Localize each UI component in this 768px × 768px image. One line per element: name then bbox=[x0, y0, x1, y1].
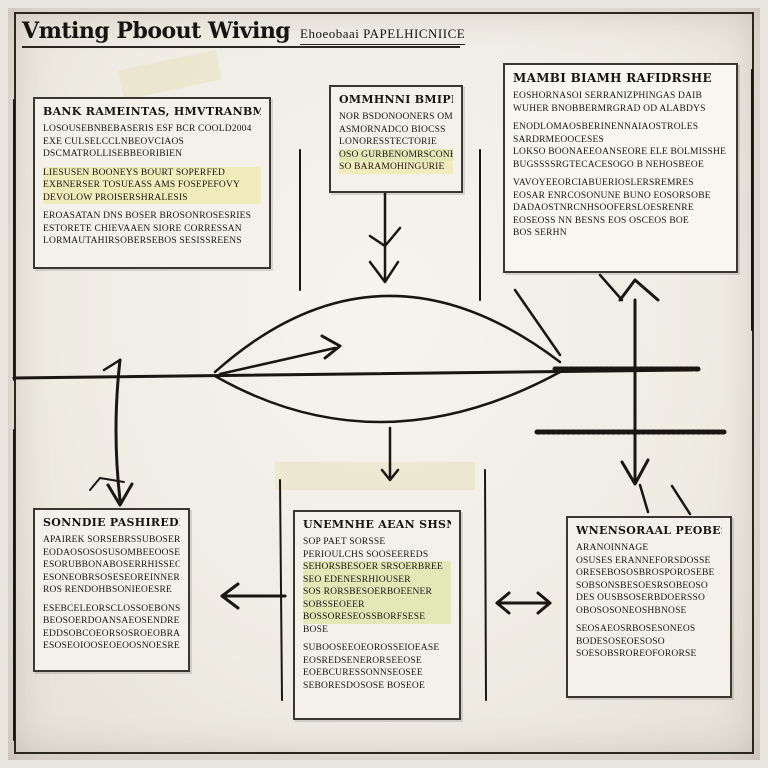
box-heading: OMMHNNI BMIPEFRE bbox=[339, 93, 453, 106]
mid-feed-arrow-head bbox=[368, 226, 402, 284]
box-top-right: MAMBI BIAMH RAFIDRSHE EOSHORNASOI SERRAN… bbox=[503, 63, 738, 273]
box-line: SOESOBSROREOFORORSE bbox=[576, 649, 697, 659]
diagram-title: Vmting Pboout Wiving bbox=[22, 18, 291, 44]
box-line: LORMAUTAHIRSOBERSEBOS SESISSREENS bbox=[43, 236, 242, 246]
box-line: BODESOSEOESOSO bbox=[576, 636, 665, 647]
box-line: DES OUSBSOSERBDOERSSO bbox=[576, 593, 706, 603]
box-line: DADAOSTNRCNHSOOFERSLOESRENRE bbox=[513, 203, 694, 213]
box-line: DSCMATROLLISEBBEORIBIEN bbox=[43, 149, 183, 159]
lens-top-arc bbox=[213, 294, 562, 374]
lens-bottom-arc bbox=[213, 370, 562, 424]
box-heading: SONNDIE PASHIREDNE bbox=[43, 516, 180, 529]
box-heading: BANK RAMEINTAS, HMVTRANBMOES bbox=[43, 105, 261, 118]
box-bottom-left: SONNDIE PASHIREDNE APAIREK SORSEBRSSUBOS… bbox=[33, 508, 190, 672]
right-up-hook bbox=[598, 273, 624, 302]
box-line: PERIOULCHS SOOSEEREDS bbox=[303, 549, 429, 560]
box-line: OSO GURBENOMRSCONERIE bbox=[339, 148, 453, 161]
box-line: EOEBCURESSONNSEOSEE bbox=[303, 668, 423, 678]
box-line: BOSE bbox=[303, 624, 329, 635]
box-line: SEHORSBESOER SRSOERBREE bbox=[303, 561, 451, 574]
box-line: EXE CULSELCCLNBEOVCIAOS bbox=[43, 136, 185, 147]
box-line: APAIREK SORSEBRSSUBOSER bbox=[43, 535, 180, 545]
box-top-left: BANK RAMEINTAS, HMVTRANBMOES LOSOUSEBNBE… bbox=[33, 97, 271, 269]
diagram-subtitle: Ehoeobaai PAPELHICNIICE bbox=[300, 26, 466, 45]
box-line: SOP PAET SORSSE bbox=[303, 537, 386, 547]
box-line: EROASATAN DNS BOSER BROSONROSESRIES bbox=[43, 211, 252, 221]
left-drop-wire bbox=[114, 358, 122, 502]
right-up-arrow-head bbox=[618, 278, 660, 302]
box-line: ARANOINNAGE bbox=[576, 543, 649, 553]
box-line: BOS SERHN bbox=[513, 228, 567, 238]
box-line: BUGSSSSRGTECACESOGO B NEHOSBEOE bbox=[513, 159, 704, 170]
box-line: BEOSOERDOANSAEOSENDRE bbox=[43, 616, 180, 626]
box-line: SARDRMEOOCESES bbox=[513, 134, 604, 145]
box-line: ESOSEOIOOSEOEOOSNOESRE bbox=[43, 641, 180, 651]
box-line: SEBORESDOSOSE BOSEOE bbox=[303, 680, 425, 691]
box-line: EDDSOBCOEORSOSROEOBRAESE bbox=[43, 628, 180, 639]
box-line: NOR BSDONOONERS OMBS, bbox=[339, 112, 453, 122]
box-line: ENODLOMAOSBERINENNAIAOSTROLES bbox=[513, 122, 699, 132]
box-line: EOSHORNASOI SERRANIZPHINGAS DAIB bbox=[513, 91, 703, 101]
box-line: OSUSES ERANNEFORSDOSSE bbox=[576, 555, 711, 566]
right-box-feed bbox=[638, 483, 692, 516]
box-line: SUBOOSEEOEOROSSEIOEASE bbox=[303, 643, 440, 653]
inner-arrow bbox=[218, 346, 337, 376]
box-line: LOSOUSEBNBEBASERIS ESF BCR COOLD2004 bbox=[43, 124, 252, 134]
box-line: SOBSONSBESOESRSOBEOSO bbox=[576, 580, 708, 591]
box-line: LIESUSEN BOONEYS BOURT SOPERFED bbox=[43, 166, 261, 179]
left-drop-head bbox=[106, 482, 134, 507]
box-heading: WNENSORAAL PEOBESE bbox=[576, 524, 722, 537]
right-bracket bbox=[513, 288, 562, 357]
box-line: WUHER BNOBBERMRGRAD OD ALABDYS bbox=[513, 103, 706, 114]
center-drop-head bbox=[380, 468, 400, 482]
bottom-double-arrow-heads bbox=[495, 591, 552, 615]
box-line: EOSREDSENERORSEEOSE bbox=[303, 655, 422, 666]
box-heading: UNEMNHE AEAN SHSNNSE bbox=[303, 518, 451, 531]
box-line: SEO EDENESRHIOUSER bbox=[303, 573, 451, 586]
vertical-divider-4 bbox=[484, 469, 487, 701]
vertical-divider-3 bbox=[279, 479, 283, 701]
box-line: ESTORETE CHIEVAAEN SIORE CORRESSAN bbox=[43, 223, 242, 234]
paper-stain bbox=[275, 462, 475, 490]
box-line: ASMORNADCO BIOCSS bbox=[339, 124, 446, 135]
box-line: SEOSAEOSRBOSESONEOS bbox=[576, 624, 696, 634]
box-line: EXBNERSER TOSUEASS AMS FOSEPEFOVY bbox=[43, 179, 261, 192]
title-underline bbox=[22, 46, 460, 48]
box-line: SO BARAMOHINGURIE bbox=[339, 161, 453, 174]
box-line: LOKSO BOONAEEOANSEORE ELE BOLMISSHE bbox=[513, 147, 727, 157]
box-line: LONORESSTECTORIE bbox=[339, 137, 438, 147]
box-line: ESORUBBONABOSERRHISSEOOS bbox=[43, 560, 180, 570]
box-bottom-middle: UNEMNHE AEAN SHSNNSE SOP PAET SORSSE PER… bbox=[293, 510, 461, 720]
box-top-middle: OMMHNNI BMIPEFRE NOR BSDONOONERS OMBS, A… bbox=[329, 85, 463, 193]
box-line: OBOSOSONEOSHBNOSE bbox=[576, 605, 687, 616]
box-tab-left bbox=[89, 477, 125, 491]
box-line: VAVOYEEORCIABUERIOSLERSREMRES bbox=[513, 178, 694, 188]
bottom-left-arrow-head bbox=[220, 582, 240, 610]
box-line: ESONEOBRSOSESEOREINNER bbox=[43, 572, 180, 583]
box-line: ORESEBOSOSBROSPOROSEBE bbox=[576, 568, 715, 578]
box-line: ROS RENDOHBSONIEOESRE bbox=[43, 585, 173, 595]
box-line: DEVOLOW PROISERSHRALESIS bbox=[43, 191, 261, 204]
box-heading: MAMBI BIAMH RAFIDRSHE bbox=[513, 71, 712, 85]
box-line: SOBSSEOEER bbox=[303, 598, 451, 611]
box-line: EOSAR ENRCOSONUNE BUNO EOSORSOBE bbox=[513, 190, 711, 201]
diagram-frame bbox=[14, 12, 754, 754]
inner-arrow-head bbox=[320, 334, 342, 360]
box-line: ESEBCELEORSCLOSSOEBONSER bbox=[43, 603, 180, 614]
box-line: SOS RORSBESOERBOEENER bbox=[303, 586, 451, 599]
right-down-arrow-head bbox=[620, 458, 650, 486]
box-line: BOSSORESEOSSBORFSESE bbox=[303, 611, 451, 624]
box-bottom-right: WNENSORAAL PEOBESE ARANOINNAGE OSUSES ER… bbox=[566, 516, 732, 698]
left-hook-wire bbox=[102, 358, 122, 372]
box-line: EODAOSOSOSUSOMBEEOOSESE bbox=[43, 547, 180, 558]
box-line: EOSEOSS NN BESNS EOS OSCEOS BOE bbox=[513, 215, 689, 226]
